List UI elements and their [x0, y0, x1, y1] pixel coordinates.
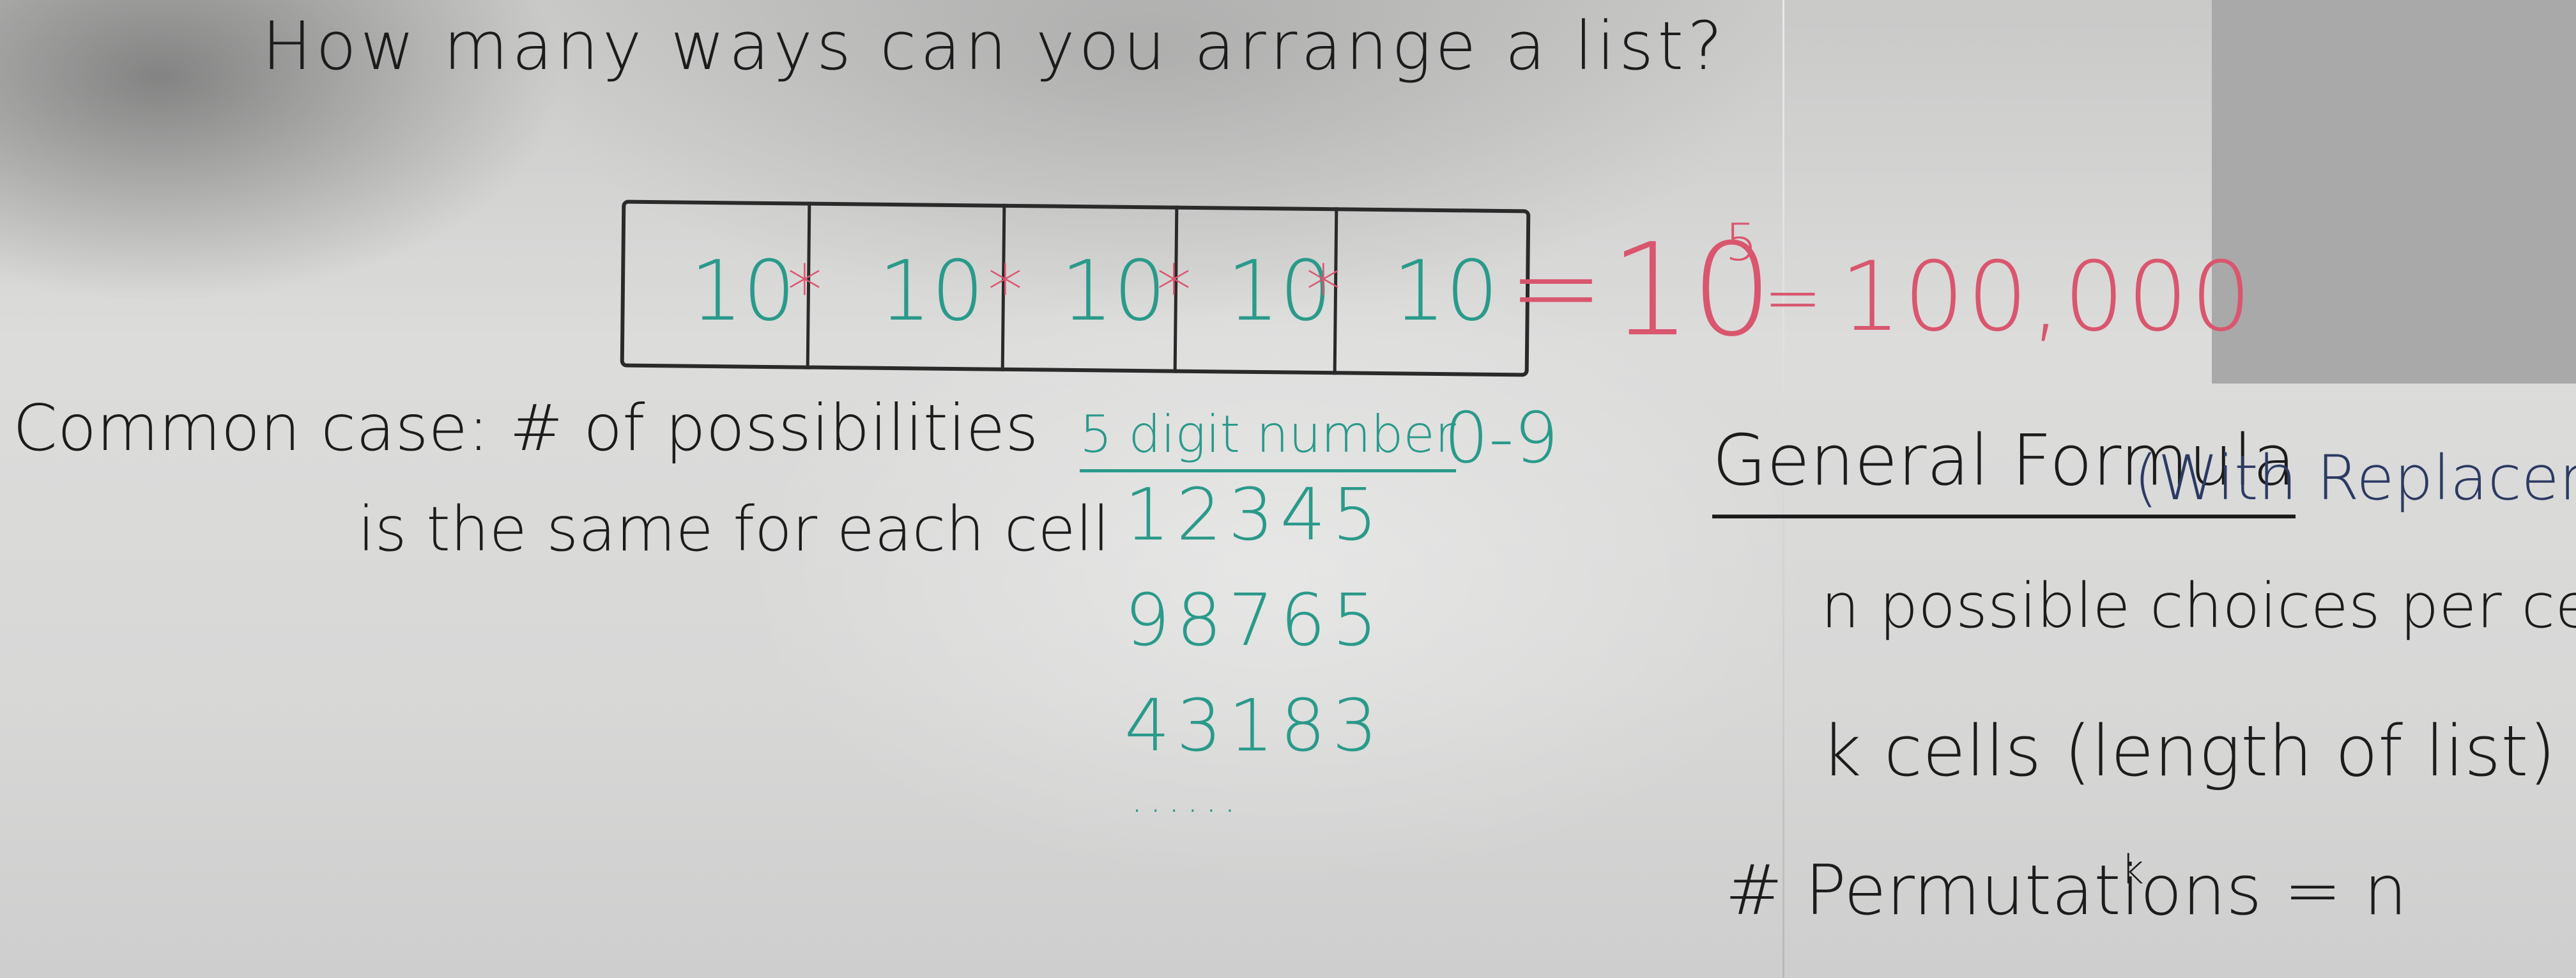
- example-number: 43183: [1124, 685, 1384, 768]
- with-replacement-note: (With Replacement): [2134, 442, 2576, 514]
- digit-range: 0-9: [1444, 397, 1559, 479]
- general-formula-heading: General Formula: [1712, 425, 2296, 518]
- whiteboard-seam: [1782, 0, 1784, 978]
- cell-value: 10: [1061, 242, 1167, 339]
- cell-value: 10: [878, 242, 985, 339]
- permutations-formula: # Permutations = n: [1725, 851, 2407, 931]
- example-ellipsis: ......: [1131, 777, 1243, 821]
- times-sign: *: [787, 250, 822, 332]
- board-title: How many ways can you arrange a list?: [262, 7, 1727, 85]
- example-number: 12345: [1124, 474, 1384, 557]
- k-definition: k cells (length of list): [1821, 710, 2556, 792]
- equals-sign: =: [1763, 256, 1823, 338]
- example-label: 5 digit number: [1080, 409, 1456, 472]
- common-case-line-1: Common case: # of possibilities: [13, 391, 1039, 465]
- common-case-line-2: is the same for each cell: [358, 493, 1110, 565]
- result-value: 100,000: [1840, 242, 2255, 353]
- gray-wall-panel: [2212, 0, 2576, 384]
- permutations-exponent: k: [2121, 846, 2144, 893]
- n-definition: n possible choices per cell: [1821, 570, 2576, 642]
- cell-value: 10: [1227, 242, 1333, 339]
- times-sign: *: [1306, 250, 1341, 332]
- equals-sign: =: [1508, 221, 1604, 354]
- power-exponent: 5: [1725, 213, 1758, 272]
- example-number: 98765: [1124, 579, 1384, 662]
- power-base: 10: [1610, 216, 1773, 365]
- cell-value: 10: [1393, 242, 1499, 339]
- cell-value: 10: [690, 242, 796, 339]
- times-sign: *: [988, 250, 1023, 332]
- times-sign: *: [1156, 250, 1192, 332]
